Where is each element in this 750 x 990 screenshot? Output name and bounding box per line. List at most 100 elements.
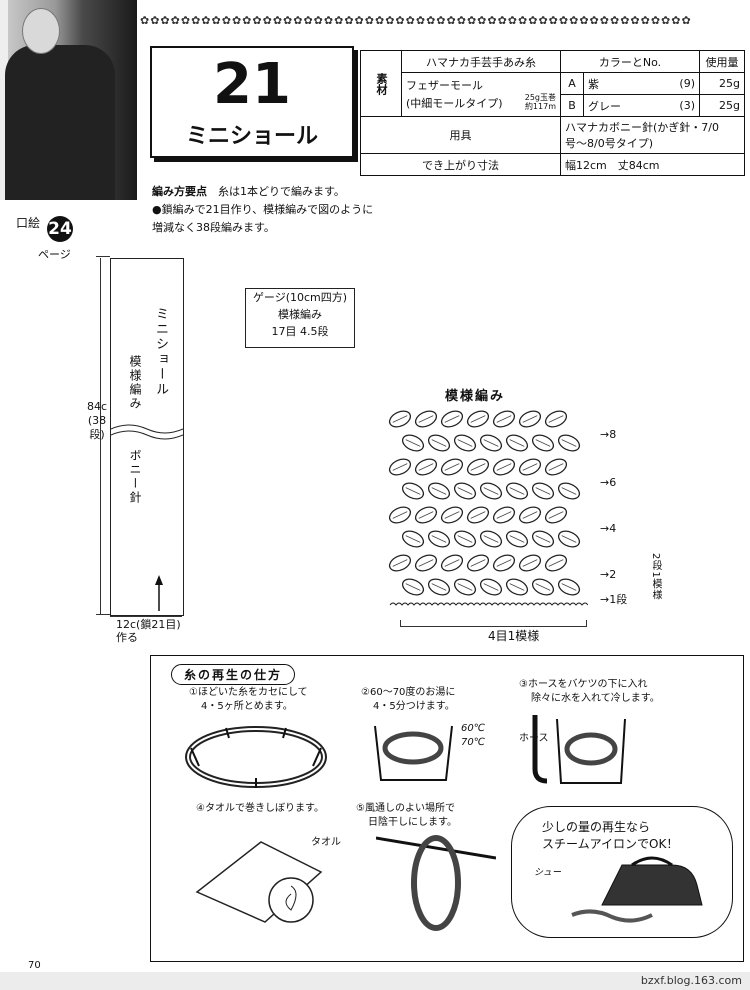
points-line1: 糸は1本どりで編みます。 (218, 185, 345, 198)
stitch-vein (444, 511, 460, 519)
stitch-vein (392, 559, 408, 567)
stitch-vein (444, 463, 460, 471)
model-photo (0, 0, 137, 200)
stitch-vein (535, 487, 551, 495)
row-label-2: →2 (600, 568, 617, 581)
yarn-length: 約117m (524, 101, 556, 111)
stitch-vein (405, 535, 421, 543)
width-value: 12c(鎖21目) (116, 618, 181, 631)
gauge-value: 17目 4.5段 (271, 325, 329, 338)
yarn-header: ハマナカ手芸手あみ糸 (401, 50, 561, 73)
stitch-vein (496, 415, 512, 423)
stitch-vein (496, 463, 512, 471)
plate-label: 口絵 (16, 216, 41, 230)
stitch-vein (470, 463, 486, 471)
stitch-vein (509, 583, 525, 591)
towel-label: タオル (311, 837, 341, 848)
gauge-title: ゲージ(10cm四方) (252, 291, 348, 304)
stitch-vein (522, 415, 538, 423)
stitch-vein (483, 487, 499, 495)
plate-page: ページ (38, 248, 71, 261)
length-dimension-line (100, 258, 101, 614)
iron-illustration (571, 856, 703, 923)
stitch-vein (457, 487, 473, 495)
stitch-vein (431, 535, 447, 543)
stitch-vein (509, 487, 525, 495)
points-heading: 編み方要点 (152, 185, 207, 198)
color-num-a: (9) (641, 72, 700, 95)
material-label: 素材 (360, 50, 402, 117)
size-label: でき上がり寸法 (360, 153, 561, 176)
color-header: カラーとNo. (560, 50, 700, 73)
chart-title: 模様編み (445, 389, 506, 404)
color-key-b: B (560, 94, 584, 117)
steam-tip-bubble: 少しの量の再生ならスチームアイロンでOK！ シュー (511, 806, 733, 938)
stitch-vein (392, 415, 408, 423)
stitch-vein (483, 439, 499, 447)
diagram-needle: ボニー針 (128, 449, 142, 505)
stitch-chart (388, 405, 589, 610)
shawl-diagram: ミニショール 模様編み ボニー針 (110, 258, 184, 616)
gauge-pattern: 模様編み (278, 308, 322, 321)
stitch-vein (392, 511, 408, 519)
stitch-vein (522, 511, 538, 519)
page-number: 70 (28, 960, 41, 971)
stitch-vein (444, 559, 460, 567)
tip-text: 少しの量の再生ならスチームアイロンでOK！ (542, 820, 679, 851)
stitch-vein (483, 535, 499, 543)
stitch-vein (431, 439, 447, 447)
step5-caption: ⑤風通しのよい場所で日陰干しにします。 (356, 803, 457, 828)
width-label: 12c(鎖21目) 作る (116, 618, 181, 644)
length-value: 84c (86, 400, 108, 413)
material-table: 素材 ハマナカ手芸手あみ糸 カラーとNo. 使用量 フェザーモール (中細モール… (360, 50, 745, 176)
stitch-vein (561, 535, 577, 543)
recycle-title: 糸の再生の仕方 (171, 664, 296, 685)
stitch-vein (561, 487, 577, 495)
amount-a: 25g (699, 72, 745, 95)
hose-label: ホース (519, 733, 549, 744)
points-line3: 増減なく38段編みます。 (152, 221, 275, 234)
stitch-vein (509, 439, 525, 447)
stitch-vein (431, 583, 447, 591)
stitch-vein (548, 511, 564, 519)
diagram-name: ミニショール (153, 307, 168, 397)
footer-bar (0, 972, 750, 990)
color-name-a: 紫 (583, 72, 641, 95)
tools-label: 用具 (360, 116, 561, 154)
stitch-vein (392, 463, 408, 471)
stitch-vein (457, 583, 473, 591)
bucket-illustration (532, 715, 626, 784)
row-label-4: →4 (600, 522, 617, 535)
stitch-vein (535, 535, 551, 543)
color-num-b: (3) (641, 94, 700, 117)
yarn-cell: フェザーモール (中細モールタイプ) 25g玉巻 約117m (401, 72, 561, 117)
stitch-vein (470, 559, 486, 567)
stitch-vein (457, 535, 473, 543)
stitch-vein (548, 463, 564, 471)
plate-number: 24 (47, 216, 73, 242)
amount-b: 25g (699, 94, 745, 117)
bowl-illustration (374, 725, 453, 781)
title-box: 21 ミニショール (150, 46, 354, 158)
step4-caption: ④タオルで巻きしぼります。 (196, 803, 324, 814)
stitch-vein (444, 415, 460, 423)
points-line2: ●鎖編みで21目作り、模様編みで図のように (152, 203, 374, 216)
watermark: bzxf.blog.163.com (640, 974, 742, 987)
usage-header: 使用量 (699, 50, 745, 73)
stitch-vein (535, 583, 551, 591)
stitch-vein (418, 463, 434, 471)
row-label-8: →8 (600, 428, 617, 441)
stitch-vein (418, 511, 434, 519)
stitch-vein (509, 535, 525, 543)
pattern-name: ミニショール (185, 124, 318, 149)
pattern-number: 21 (213, 52, 291, 117)
knitting-points: 編み方要点 糸は1本どりで編みます。 ●鎖編みで21目作り、模様編みで図のように… (152, 183, 452, 237)
stitch-vein (561, 583, 577, 591)
stitch-vein (483, 583, 499, 591)
stitch-vein (470, 511, 486, 519)
start-value: 作る (116, 631, 138, 644)
color-name-b: グレー (583, 94, 641, 117)
